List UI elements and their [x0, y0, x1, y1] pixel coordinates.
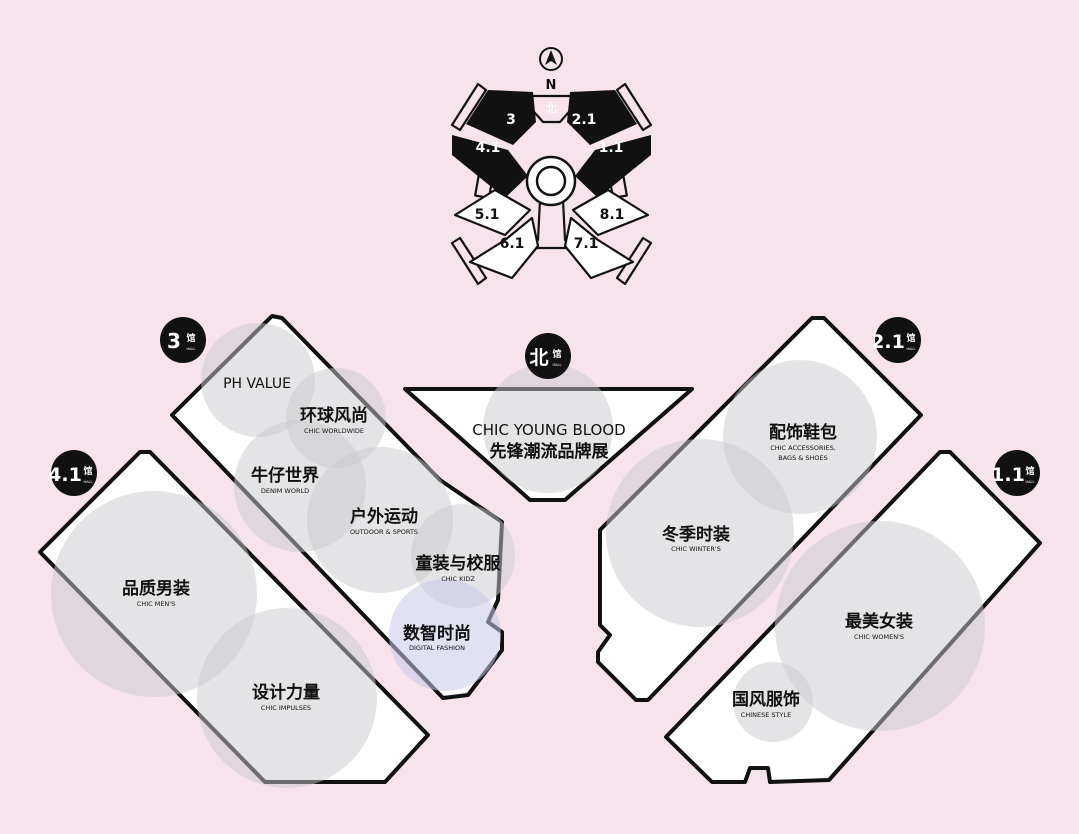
hall-badge-4-1-zh: 馆 — [83, 465, 92, 477]
zone-label-ph-value[interactable]: PH VALUE — [223, 376, 291, 392]
zone-womens-en: CHIC WOMEN'S — [854, 633, 904, 641]
zone-label-worldwide[interactable]: 环球风尚 CHIC WORLDWIDE — [300, 405, 368, 435]
keymap-label-2-1: 2.1 — [572, 112, 597, 128]
zone-winters-zh: 冬季时装 — [662, 524, 730, 545]
zone-circle-young-blood — [483, 363, 613, 493]
zone-label-digital[interactable]: 数智时尚 DIGITAL FASHION — [403, 623, 471, 652]
zone-young-blood-zh: 先锋潮流品牌展 — [490, 441, 609, 462]
zone-circle-digital — [389, 579, 501, 691]
zone-circle-winters — [606, 439, 794, 627]
zone-womens-zh: 最美女装 — [845, 611, 913, 632]
hall-badge-3-num: 3 — [167, 329, 181, 353]
keymap-label-north: 北 — [546, 101, 557, 115]
keymap-label-1-1: 1.1 — [599, 140, 624, 156]
hall-badge-2-1-zh: 馆 — [906, 332, 915, 344]
compass-label: N — [546, 78, 557, 93]
zone-circle-ph-value — [201, 323, 315, 437]
zone-mens-zh: 品质男装 — [122, 578, 190, 599]
zone-outdoor-en: OUTDOOR & SPORTS — [350, 528, 418, 536]
keymap-label-7-1: 7.1 — [574, 236, 599, 252]
zone-digital-en: DIGITAL FASHION — [409, 644, 465, 652]
zone-circle-impulses — [197, 608, 377, 788]
zone-label-kidz[interactable]: 童装与校服 CHIC KIDZ — [416, 553, 502, 583]
hall-badge-4-1: 4.1 馆 HALL — [48, 450, 97, 496]
zone-label-denim[interactable]: 牛仔世界 DENIM WORLD — [251, 465, 319, 495]
zone-digital-zh: 数智时尚 — [403, 623, 471, 644]
keymap-label-5-1: 5.1 — [475, 207, 500, 223]
zone-label-chinese[interactable]: 国风服饰 CHINESE STYLE — [732, 689, 800, 719]
hall-badge-1-1-en: HALL — [1026, 480, 1035, 484]
hall-badge-1-1: 1.1 馆 HALL — [991, 450, 1040, 496]
key-map: N — [450, 47, 653, 286]
zone-circle-womens — [775, 521, 985, 731]
zone-chinese-zh: 国风服饰 — [732, 689, 800, 710]
zone-label-winters[interactable]: 冬季时装 CHIC WINTER'S — [662, 524, 730, 553]
keymap-label-3: 3 — [506, 112, 516, 128]
hall-badge-2-1-en: HALL — [907, 347, 916, 351]
zone-impulses-zh: 设计力量 — [252, 682, 320, 703]
hall-badge-3-en: HALL — [187, 347, 196, 351]
hall-badge-north-zh: 馆 — [552, 348, 561, 360]
zone-label-young-blood[interactable]: CHIC YOUNG BLOOD 先锋潮流品牌展 — [472, 421, 625, 462]
zone-accessories-en2: BAGS & SHOES — [778, 454, 828, 462]
zone-young-blood-en: CHIC YOUNG BLOOD — [472, 421, 625, 439]
zone-label-impulses[interactable]: 设计力量 CHIC IMPULSES — [252, 682, 320, 712]
hall-badge-2-1-num: 2.1 — [871, 331, 905, 353]
hall-badge-2-1: 2.1 馆 HALL — [871, 317, 921, 363]
hall-badge-3: 3 馆 HALL — [160, 317, 206, 363]
zone-accessories-zh: 配饰鞋包 — [769, 422, 837, 443]
zone-ph-value-en: PH VALUE — [223, 376, 291, 392]
zone-worldwide-en: CHIC WORLDWIDE — [304, 427, 364, 435]
zone-winters-en: CHIC WINTER'S — [671, 545, 721, 553]
zone-accessories-en: CHIC ACCESSORIES, — [770, 444, 836, 452]
keymap-label-4-1: 4.1 — [476, 140, 501, 156]
compass-icon: N — [539, 47, 563, 93]
zone-label-womens[interactable]: 最美女装 CHIC WOMEN'S — [845, 611, 913, 641]
hall-badge-1-1-zh: 馆 — [1025, 465, 1034, 477]
zone-denim-en: DENIM WORLD — [261, 487, 309, 495]
keymap-label-8-1: 8.1 — [600, 207, 625, 223]
zone-impulses-en: CHIC IMPULSES — [261, 704, 311, 712]
zone-circle-mens — [51, 491, 257, 697]
zone-label-outdoor[interactable]: 户外运动 OUTDOOR & SPORTS — [350, 506, 418, 536]
hall-badge-1-1-num: 1.1 — [991, 464, 1025, 486]
hall-badge-3-zh: 馆 — [186, 332, 195, 344]
hall-badge-north-num: 北 — [529, 347, 548, 369]
zone-kidz-en: CHIC KIDZ — [441, 575, 475, 583]
zone-circle-chinese — [733, 662, 813, 742]
keymap-label-6-1: 6.1 — [500, 236, 525, 252]
hall-badge-north-en: HALL — [553, 363, 562, 367]
zone-chinese-en: CHINESE STYLE — [741, 711, 791, 719]
zone-outdoor-zh: 户外运动 — [350, 506, 418, 527]
zone-label-accessories[interactable]: 配饰鞋包 CHIC ACCESSORIES, BAGS & SHOES — [769, 422, 837, 462]
hall-badge-north: 北 馆 HALL — [525, 333, 571, 379]
zone-kidz-zh: 童装与校服 — [416, 553, 502, 574]
zone-mens-en: CHIC MEN'S — [137, 600, 175, 608]
hall-badge-4-1-num: 4.1 — [48, 464, 82, 486]
zone-denim-zh: 牛仔世界 — [251, 465, 319, 486]
zone-label-mens[interactable]: 品质男装 CHIC MEN'S — [122, 578, 190, 608]
hall-badge-4-1-en: HALL — [84, 480, 93, 484]
zone-worldwide-zh: 环球风尚 — [300, 405, 368, 426]
